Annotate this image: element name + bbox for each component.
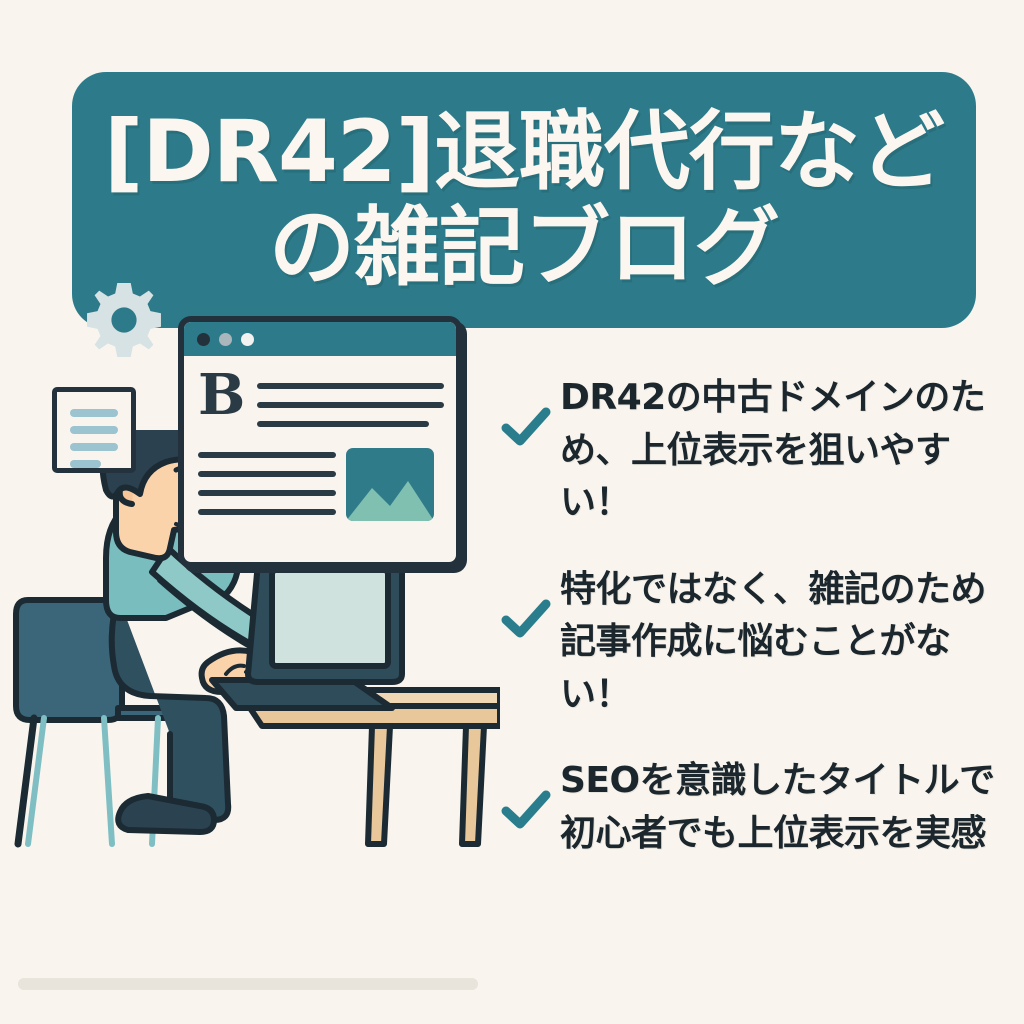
window-dot-maximize-icon [241, 332, 254, 346]
text-line [198, 490, 336, 496]
headline-lines [257, 371, 444, 440]
list-item-label: DR42の中古ドメインのため、上位表示を狙いやすい！ [560, 377, 986, 524]
browser-titlebar [184, 322, 456, 359]
window-dot-minimize-icon [219, 332, 232, 346]
document-line [70, 460, 101, 468]
text-line [257, 383, 444, 389]
list-item-label: 特化ではなく、雑記のため記事作成に悩むことがない！ [560, 568, 987, 715]
title-line-2: の雑記ブログ [269, 198, 780, 298]
document-line [70, 443, 118, 451]
list-item: DR42の中古ドメインのため、上位表示を狙いやすい！ [498, 372, 1010, 530]
check-icon [501, 599, 551, 638]
title-line-1: [DR42]退職代行など [104, 101, 945, 202]
check-icon [501, 790, 551, 829]
body-lines [198, 448, 336, 528]
blog-logo-letter: B [198, 362, 246, 428]
browser-window: B [178, 316, 462, 568]
title-banner: [DR42]退職代行など の雑記ブログ [72, 72, 976, 328]
window-dot-close-icon [197, 332, 210, 346]
document-icon [52, 387, 136, 473]
browser-content: B [184, 359, 456, 536]
list-item: 特化ではなく、雑記のため記事作成に悩むことがない！ [498, 564, 1010, 722]
image-placeholder-icon [345, 448, 434, 521]
document-line [70, 409, 118, 417]
text-line [257, 421, 430, 427]
list-item: SEOを意識したタイトルで初心者でも上位表示を実感 [498, 755, 1010, 860]
document-line [70, 426, 118, 434]
check-icon [501, 407, 551, 446]
gear-icon [87, 283, 161, 357]
list-item-label: SEOを意識したタイトルで初心者でも上位表示を実感 [560, 760, 995, 854]
benefits-list: DR42の中古ドメインのため、上位表示を狙いやすい！ 特化ではなく、雑記のため記… [498, 372, 1010, 894]
text-line [198, 509, 336, 515]
text-line [198, 471, 336, 477]
text-line [257, 402, 444, 408]
text-line [198, 452, 336, 458]
floor-shadow [18, 978, 478, 990]
